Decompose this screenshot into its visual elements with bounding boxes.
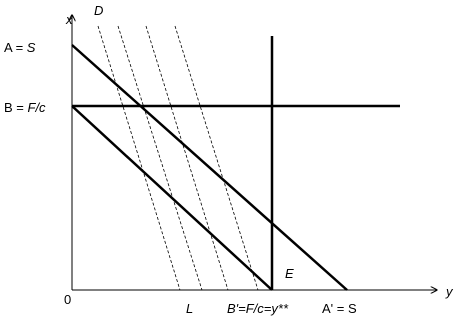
line-b-to-b-prime bbox=[71, 105, 273, 291]
label-b: B = F/c bbox=[4, 100, 46, 115]
x-axis-label: x bbox=[65, 12, 73, 27]
label-b-prime: B'=F/c=y** bbox=[227, 301, 289, 316]
dashed-line-1 bbox=[97, 25, 181, 291]
dashed-line-2 bbox=[117, 25, 203, 291]
dashed-line-3 bbox=[145, 25, 229, 291]
label-a: A = S bbox=[4, 40, 36, 55]
label-e: E bbox=[285, 266, 294, 281]
label-a-prime: A' = S bbox=[322, 301, 357, 316]
dashed-line-4 bbox=[174, 25, 259, 291]
label-d: D bbox=[94, 3, 103, 18]
y-axis-label: y bbox=[445, 284, 454, 299]
origin-label: 0 bbox=[64, 292, 71, 307]
line-a-to-a-prime bbox=[71, 44, 348, 291]
label-l: L bbox=[186, 301, 193, 316]
